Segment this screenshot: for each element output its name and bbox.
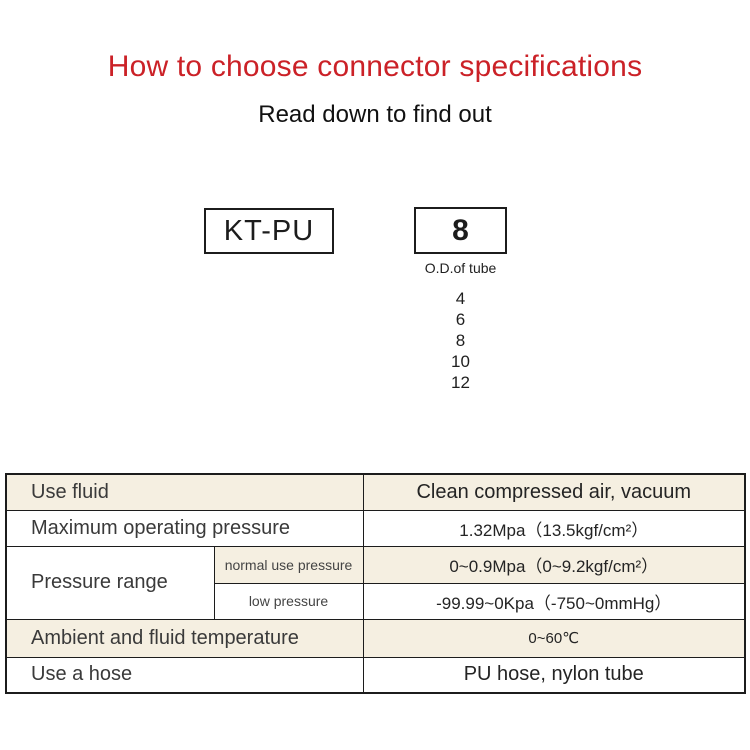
tube-size-options-list: 4 6 8 10 12	[384, 288, 537, 393]
subrow-label-low-pressure: low pressure	[213, 582, 364, 620]
tube-size-option: 12	[451, 373, 470, 392]
row-label-hose: Use a hose	[5, 656, 364, 694]
table-row: Maximum operating pressure 1.32Mpa（13.5k…	[5, 509, 746, 547]
row-label-max-pressure: Maximum operating pressure	[5, 509, 364, 547]
row-label-pressure-range: Pressure range	[5, 545, 215, 620]
tube-size-value: 8	[452, 213, 469, 247]
tube-size-option: 8	[455, 331, 466, 350]
tube-size-option: 10	[451, 352, 470, 371]
model-code-box: KT-PU	[204, 208, 334, 254]
row-value-max-pressure: 1.32Mpa（13.5kgf/cm²）	[362, 509, 746, 547]
row-value-use-fluid: Clean compressed air, vacuum	[362, 473, 746, 511]
model-code-label: KT-PU	[223, 214, 315, 247]
spec-table: Use fluid Clean compressed air, vacuum M…	[5, 473, 746, 694]
tube-size-option: 4	[455, 289, 466, 308]
tube-size-option: 6	[455, 310, 466, 329]
table-row: Ambient and fluid temperature 0~60℃	[5, 618, 746, 658]
page-subtitle: Read down to find out	[258, 101, 492, 128]
table-row: Use a hose PU hose, nylon tube	[5, 656, 746, 694]
page-title: How to choose connector specifications	[107, 50, 643, 83]
tube-size-caption: O.D.of tube	[424, 260, 497, 276]
row-value-hose: PU hose, nylon tube	[362, 656, 746, 694]
row-value-temperature: 0~60℃	[362, 618, 746, 658]
tube-size-box: 8	[414, 207, 507, 254]
row-label-use-fluid: Use fluid	[5, 473, 364, 511]
subrow-label-normal-pressure: normal use pressure	[213, 545, 364, 584]
subrow-value-normal-pressure: 0~0.9Mpa（0~9.2kgf/cm²）	[362, 545, 746, 584]
table-row: low pressure -99.99~0Kpa（-750~0mmHg）	[6, 582, 746, 620]
table-row: Use fluid Clean compressed air, vacuum	[5, 473, 746, 511]
row-label-temperature: Ambient and fluid temperature	[5, 618, 364, 658]
subrow-value-low-pressure: -99.99~0Kpa（-750~0mmHg）	[362, 582, 746, 620]
table-row: Pressure range normal use pressure 0~0.9…	[5, 545, 746, 620]
